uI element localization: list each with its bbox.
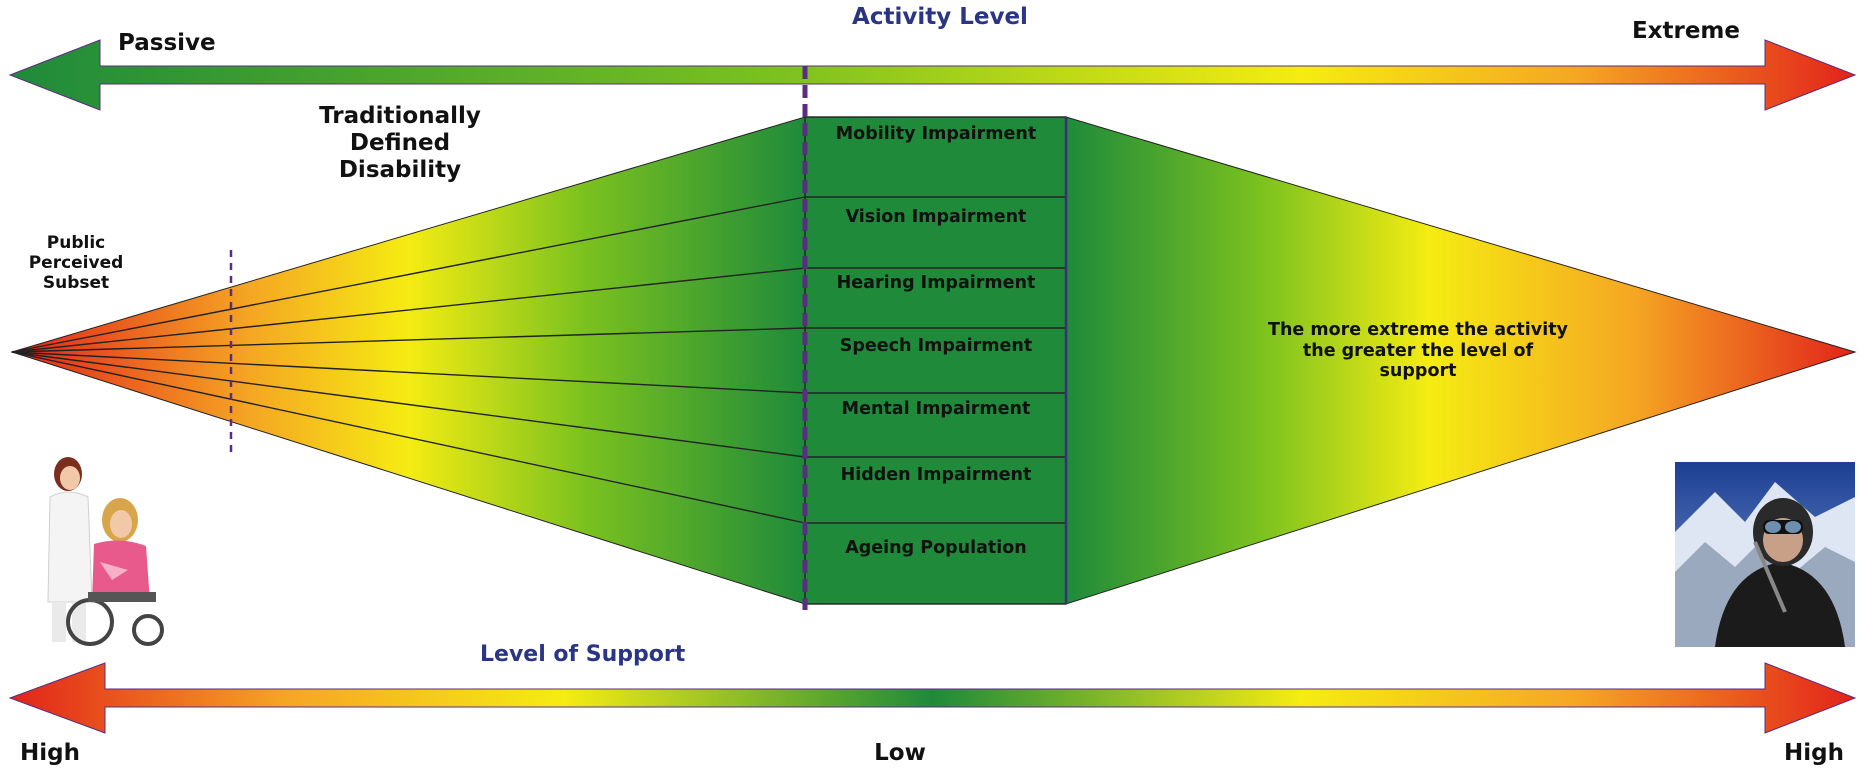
category-speech-impairment: Speech Impairment bbox=[839, 336, 1033, 356]
category-hearing-impairment: Hearing Impairment bbox=[836, 273, 1036, 293]
public-perceived-subset-label: Public Perceived Subset bbox=[28, 233, 124, 294]
support-high-left-label: High bbox=[20, 740, 80, 766]
wheelchair-user-photo bbox=[28, 452, 178, 647]
passive-label: Passive bbox=[118, 30, 216, 56]
traditionally-defined-disability-label: Traditionally Defined Disability bbox=[319, 103, 481, 184]
support-low-label: Low bbox=[874, 740, 926, 766]
activity-level-arrow bbox=[8, 39, 1857, 111]
category-dividers bbox=[805, 196, 1066, 524]
category-mental-impairment: Mental Impairment bbox=[841, 399, 1031, 419]
extreme-activity-note: The more extreme the activity the greate… bbox=[1268, 320, 1568, 382]
fan-lines bbox=[11, 196, 806, 524]
support-high-right-label: High bbox=[1784, 740, 1844, 766]
mountaineer-photo bbox=[1675, 462, 1855, 647]
support-level-arrow bbox=[8, 662, 1857, 734]
extreme-label: Extreme bbox=[1631, 18, 1740, 44]
level-of-support-title: Level of Support bbox=[480, 642, 686, 667]
category-box bbox=[804, 116, 1067, 605]
activity-level-title: Activity Level bbox=[852, 4, 1028, 30]
category-mobility-impairment: Mobility Impairment bbox=[835, 124, 1037, 144]
category-vision-impairment: Vision Impairment bbox=[845, 207, 1027, 227]
category-ageing-population: Ageing Population bbox=[845, 538, 1027, 558]
category-hidden-impairment: Hidden Impairment bbox=[840, 465, 1032, 485]
